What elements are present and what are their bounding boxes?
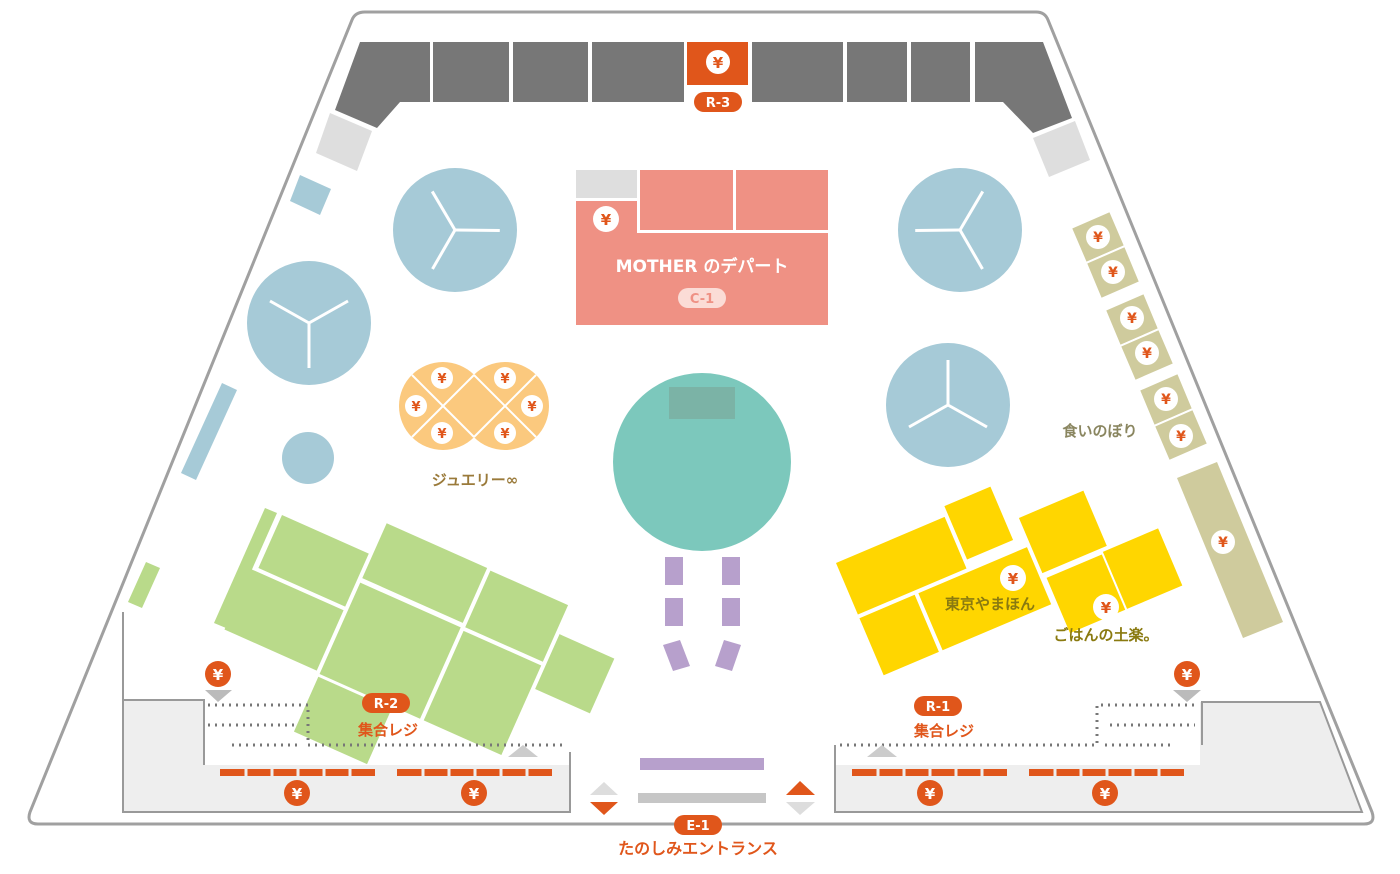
escalator-up-icon [786, 781, 815, 815]
yen-icon [1000, 565, 1026, 591]
fixture [1033, 121, 1090, 177]
yen-icon: ¥ [1127, 311, 1137, 327]
yen-icon [593, 206, 619, 232]
r1-name: 集合レジ [913, 722, 974, 740]
fixture [181, 383, 237, 480]
yen-icon: ¥ [1218, 535, 1228, 551]
zone-kuinobori[interactable]: ¥ ¥ ¥ ¥ ¥ ¥ ¥ 食いのぼり [1062, 209, 1283, 638]
yen-icon [1093, 594, 1119, 620]
center-counter [669, 387, 735, 419]
yen-icon: ¥ [500, 372, 509, 387]
yen-icon: ¥ [1108, 265, 1118, 281]
register-area-right [834, 690, 1364, 813]
yen-icon [706, 50, 730, 74]
yen-icon: ¥ [469, 785, 480, 803]
yen-icon: ¥ [527, 400, 536, 415]
yen-icon: ¥ [1008, 570, 1019, 588]
r2-code: R-2 [374, 697, 398, 712]
round-tables [247, 168, 1022, 484]
r3-badge [694, 92, 742, 112]
yen-icon: ¥ [1142, 346, 1152, 362]
yamahon-name: 東京やまほん [945, 595, 1035, 613]
zone-green[interactable] [198, 481, 627, 839]
kuinobori-name: 食いのぼり [1062, 422, 1137, 440]
c1-code: C-1 [690, 292, 714, 307]
fixture [290, 175, 331, 215]
yen-icon: ¥ [500, 427, 509, 442]
yen-icon: ¥ [292, 785, 303, 803]
e1-code: E-1 [686, 819, 709, 834]
zone-c1[interactable]: ¥ MOTHER のデパート C-1 [576, 170, 828, 325]
jewelry-name: ジュエリー∞ [432, 471, 518, 489]
r1-code: R-1 [926, 700, 950, 715]
e1-name: たのしみエントランス [618, 839, 778, 858]
yen-icon: ¥ [1093, 230, 1103, 246]
zone-jewelry[interactable]: ¥ ¥ ¥ ¥ ¥ ¥ ジュエリー∞ [399, 362, 549, 489]
yen-icon: ¥ [411, 400, 420, 415]
yen-icon: ¥ [925, 785, 936, 803]
entrance-mat [638, 793, 766, 803]
register-yen-badges [205, 661, 1200, 806]
c1-name: MOTHER のデパート [616, 256, 789, 277]
top-shelves [335, 42, 1072, 133]
yen-icon: ¥ [437, 427, 446, 442]
yen-icons [405, 367, 543, 444]
register-area-left [122, 612, 571, 813]
zone-yellow[interactable]: ¥ ¥ 東京やまほん ごはんの土楽。 [832, 433, 1183, 707]
yen-icon: ¥ [1101, 599, 1112, 617]
register-r1-label[interactable]: R-1 集合レジ [913, 696, 974, 740]
purple-fixtures [640, 557, 764, 770]
yen-icon: ¥ [601, 211, 612, 229]
r2-name: 集合レジ [357, 721, 418, 739]
yen-icon: ¥ [213, 666, 224, 684]
yen-icon: ¥ [713, 54, 724, 72]
dogaku-name: ごはんの土楽。 [1053, 626, 1158, 644]
fixture [316, 113, 372, 171]
fixture [128, 562, 160, 608]
yen-icon: ¥ [1100, 785, 1111, 803]
entrance-e1[interactable]: E-1 たのしみエントランス [618, 815, 778, 858]
escalator-down-icon [590, 782, 618, 815]
yen-icon: ¥ [437, 372, 446, 387]
register-r2-label[interactable]: R-2 集合レジ [357, 693, 418, 739]
yen-icon: ¥ [1161, 392, 1171, 408]
yen-icon: ¥ [1182, 666, 1193, 684]
center-stage [613, 373, 791, 551]
r3-code: R-3 [706, 96, 730, 111]
yen-icon: ¥ [1176, 429, 1186, 445]
